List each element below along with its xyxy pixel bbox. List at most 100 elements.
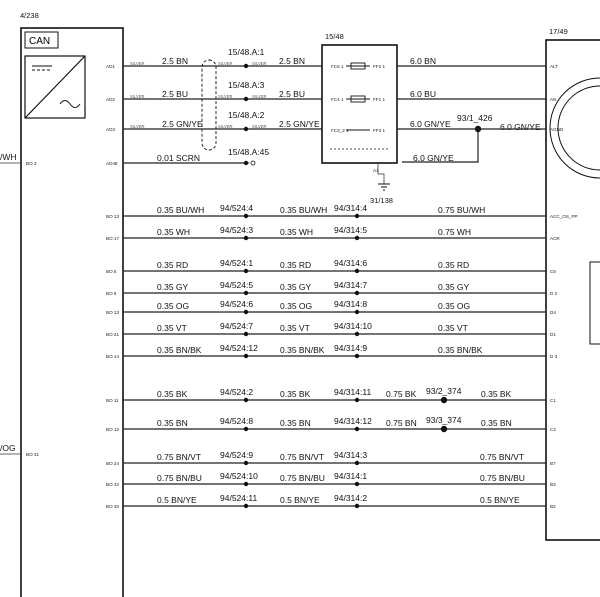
left-lower-pin-1: BO 3 — [26, 161, 37, 166]
signal-wire-color1: 0.35 VT — [157, 323, 187, 333]
signal-wire-color2: 0.35 OG — [280, 301, 312, 311]
dc-ac-converter-icon — [24, 55, 86, 119]
cable-shield — [201, 59, 217, 151]
signal-wire-color2: 0.75 BN/VT — [280, 452, 324, 462]
signal-wire-conn1: 94/524:4 — [220, 203, 253, 213]
silver-label: SILVER — [130, 94, 145, 99]
signal-wire-conn2: 94/314:3 — [334, 450, 367, 460]
ground-label: 31/138 — [370, 196, 393, 205]
signal-wire-color2: 0.35 BN — [280, 418, 311, 428]
ground-branch-wire — [402, 129, 479, 163]
signal-wire-conn1: 94/524:9 — [220, 450, 253, 460]
right-component-box — [545, 39, 600, 541]
silver-label: SILVER — [252, 124, 267, 129]
splice-top-ref: 93/1_426 — [457, 113, 493, 123]
left-pin-label: AD48 — [106, 161, 118, 166]
signal-wire-conn2: 94/314:7 — [334, 280, 367, 290]
signal-wire-color1: 0.35 GY — [157, 282, 189, 292]
top-wire-conn: 15/48.A:3 — [228, 80, 265, 90]
top-wire-color2: 2.5 BN — [279, 56, 305, 66]
signal-wire-color3: 0.35 RD — [438, 260, 469, 270]
signal-wire-conn1: 94/524:12 — [220, 343, 258, 353]
right-pin-label: AN — [550, 97, 556, 102]
signal-wire-conn1: 94/524:3 — [220, 225, 253, 235]
signal-wire-splice-dot — [440, 425, 448, 433]
ground-wire-stub — [377, 163, 385, 184]
right-component-symbol — [549, 77, 600, 179]
right-pin-label: D4 — [550, 310, 556, 315]
right-pin-label: B3 — [550, 482, 556, 487]
signal-wire-color3: 0.75 WH — [438, 227, 471, 237]
left-component-box — [20, 27, 124, 597]
signal-wire-color4: 0.35 BN — [481, 418, 512, 428]
signal-wire-conn2: 94/314:6 — [334, 258, 367, 268]
top-wire-conn: 15/48.A:2 — [228, 110, 265, 120]
left-pin-label: BO 12 — [106, 427, 119, 432]
silver-label: SILVER — [130, 124, 145, 129]
signal-wire-color1: 0.35 WH — [157, 227, 190, 237]
top-wire-out: 6.0 BU — [410, 89, 436, 99]
left-pin-label: AD2 — [106, 97, 115, 102]
can-badge-frame — [24, 31, 59, 49]
left-pin-label: BO 8 — [106, 291, 117, 296]
signal-wire-color1: 0.35 RD — [157, 260, 188, 270]
fuse-pin-3: FC3_2 1 — [331, 128, 349, 133]
right-pin-label: B7 — [550, 461, 556, 466]
right-component-symbol-inner — [557, 85, 600, 171]
signal-wire-conn2: 94/314:10 — [334, 321, 372, 331]
signal-wire-color2: 0.35 GY — [280, 282, 312, 292]
signal-wire-color1: 0.75 BN/VT — [157, 452, 201, 462]
signal-wire-conn1: 94/524:11 — [220, 493, 257, 503]
silver-label: SILVER — [252, 61, 267, 66]
signal-wire-color1: 0.35 BN — [157, 418, 188, 428]
fuse-pin-4: FF2 1 — [373, 64, 385, 69]
right-pin-label: ALT — [550, 64, 558, 69]
left-component-ref: 4/238 — [20, 11, 39, 20]
signal-wire-color2: 0.35 RD — [280, 260, 311, 270]
signal-wire-conn1: 94/524:10 — [220, 471, 258, 481]
signal-wire-color1: 0.35 BN/BK — [157, 345, 202, 355]
signal-wire-conn1: 94/524:2 — [220, 387, 253, 397]
signal-wire-color4: 0.35 BK — [481, 389, 512, 399]
signal-wire-color2: 0.75 BN/BU — [280, 473, 325, 483]
top-wire-color: 2.5 BN — [162, 56, 188, 66]
signal-wire-color1: 0.35 BK — [157, 389, 188, 399]
left-pin-label: BO 5 — [106, 269, 117, 274]
signal-wire-color2: 0.35 VT — [280, 323, 310, 333]
left-pin-label: BO 30 — [106, 504, 119, 509]
left-edge-label-1: /WH — [0, 152, 17, 162]
signal-wire-conn1: 94/524:6 — [220, 299, 253, 309]
silver-label: SILVER — [218, 61, 233, 66]
left-pin-label: AD3 — [106, 127, 115, 132]
right-pin-label: C2 — [550, 427, 556, 432]
left-pin-label: BO 13 — [106, 214, 119, 219]
screen-wire-end — [250, 160, 256, 166]
left-pin-label: BO 24 — [106, 461, 119, 466]
right-pin-label: C1 — [550, 398, 556, 403]
top-wire-color2: 2.5 GN/YE — [279, 119, 320, 129]
right-pin-label: ACR — [550, 236, 560, 241]
right-pin-label: D1 — [550, 332, 556, 337]
signal-wire-color3: 0.35 BN/BK — [438, 345, 483, 355]
left-pin-label: BO 17 — [106, 236, 119, 241]
signal-wire-color3: 0.75 BN — [386, 418, 417, 428]
right-component-ref: 17/49 — [549, 27, 568, 36]
signal-wire-color1: 0.35 BU/WH — [157, 205, 204, 215]
splice-top-out: 6.0 GN/YE — [500, 122, 541, 132]
signal-wire-splice-dot — [440, 396, 448, 404]
signal-wire-conn1: 94/524:5 — [220, 280, 253, 290]
screen-wire-color: 0.01 SCRN — [157, 153, 200, 163]
signal-wire-conn1: 94/524:1 — [220, 258, 253, 268]
right-component-block — [589, 261, 600, 345]
signal-wire-splice: 93/2_374 — [426, 386, 462, 396]
top-wire-conn: 15/48.A:1 — [228, 47, 265, 57]
signal-wire-color2: 0.5 BN/YE — [280, 495, 320, 505]
signal-wire-color3: 0.75 BK — [386, 389, 417, 399]
left-pin-label: BO 13 — [106, 310, 119, 315]
screen-wire-conn: 15/48.A:45 — [228, 147, 269, 157]
fuse-pin-1: FC6 1 — [331, 64, 344, 69]
top-wire-color: 2.5 GN/YE — [162, 119, 203, 129]
ground-ref: A1 — [373, 168, 379, 173]
fuse-box — [321, 44, 398, 164]
